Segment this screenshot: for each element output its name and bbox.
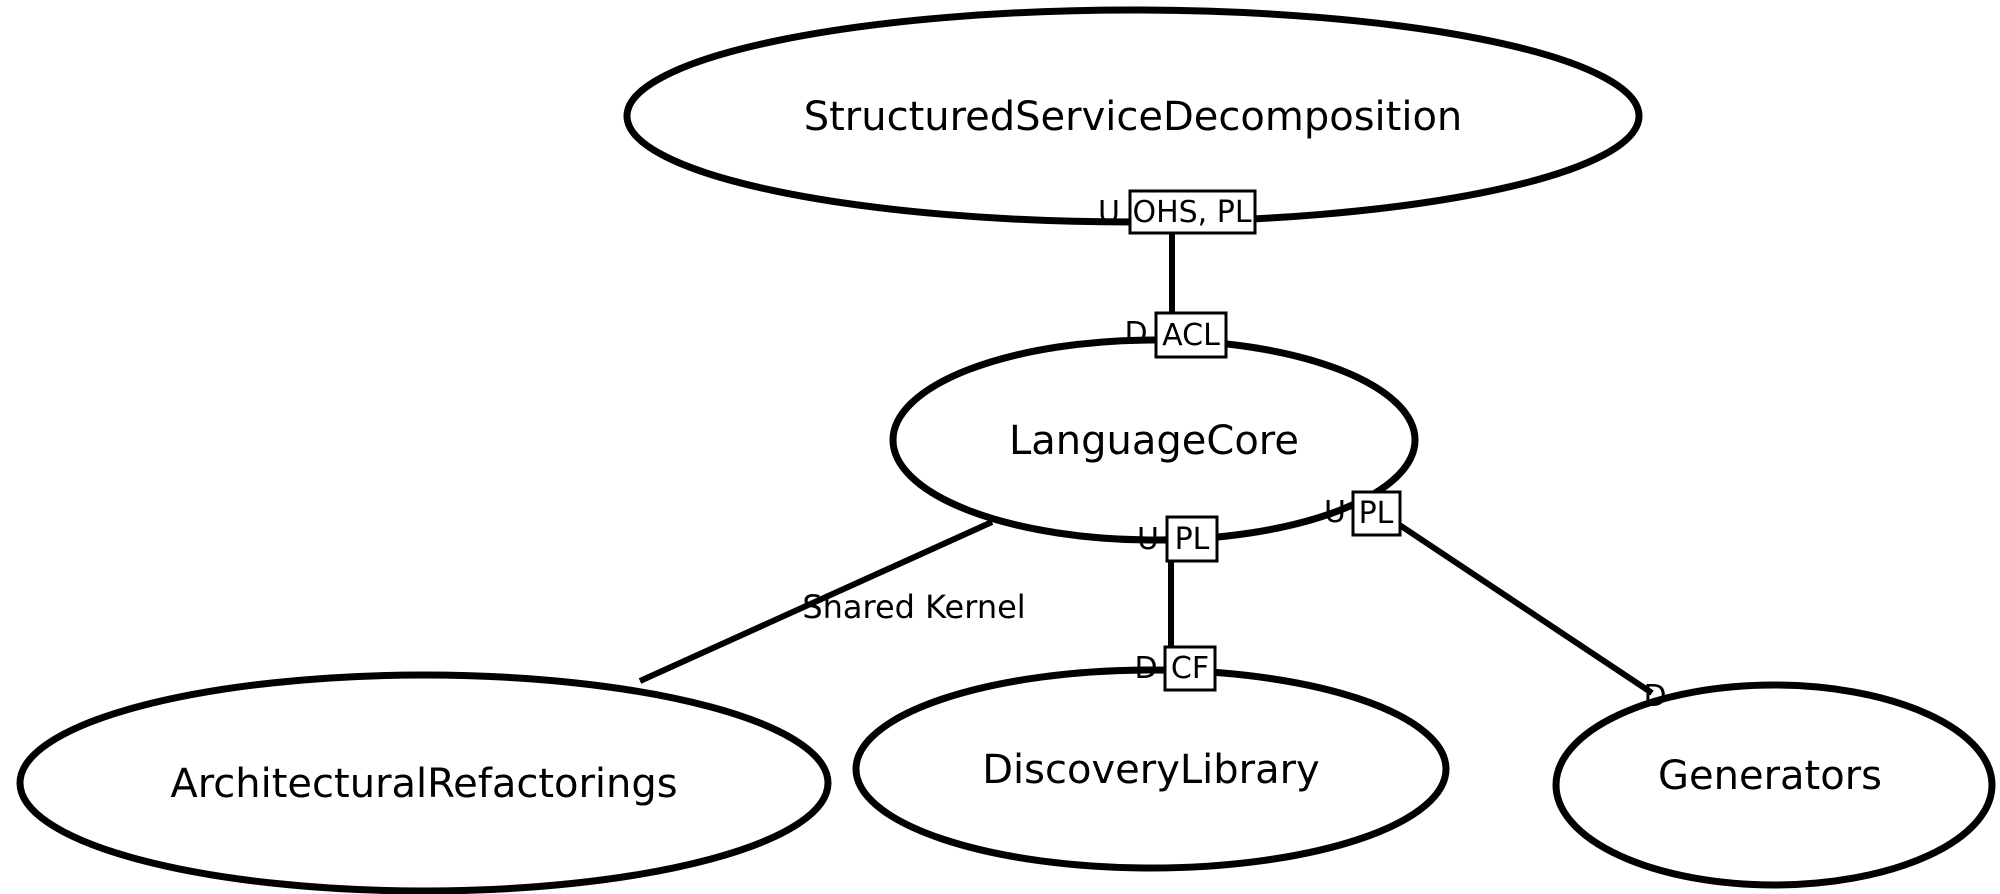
edge-languagecore-generators	[1393, 519, 1654, 696]
pattern-label-pl-right: PL	[1359, 496, 1394, 531]
pattern-label-acl: ACL	[1162, 318, 1220, 353]
pattern-label-cf: CF	[1171, 651, 1209, 686]
role-upstream-languagecore-pl-left: U	[1137, 522, 1159, 557]
pattern-box-pl-left	[1165, 515, 1219, 563]
role-downstream-languagecore-acl: D	[1124, 316, 1147, 351]
edge-sharedkernel-languagecore-architecturalrefactorings	[638, 519, 994, 684]
node-architectural-refactorings	[16, 671, 832, 894]
role-downstream-generators: D	[1643, 679, 1666, 714]
node-label-structured-service-decomposition: StructuredServiceDecomposition	[804, 94, 1463, 140]
node-discovery-library	[852, 666, 1450, 872]
node-label-generators: Generators	[1658, 753, 1882, 799]
node-label-discovery-library: DiscoveryLibrary	[982, 747, 1319, 793]
role-downstream-discoverylibrary-cf: D	[1134, 651, 1157, 686]
node-language-core	[889, 336, 1419, 544]
pattern-box-ohs-pl	[1128, 189, 1257, 235]
node-label-architectural-refactorings: ArchitecturalRefactorings	[170, 761, 677, 807]
node-generators	[1552, 681, 1996, 889]
edge-label-shared-kernel: Shared Kernel	[802, 588, 1025, 626]
pattern-label-ohs-pl: OHS, PL	[1132, 195, 1251, 230]
role-upstream-ssd: U	[1098, 195, 1120, 230]
pattern-box-pl-right	[1351, 490, 1402, 537]
pattern-label-pl-left: PL	[1175, 522, 1210, 557]
pattern-box-acl	[1154, 311, 1228, 359]
role-upstream-languagecore-pl-right: U	[1324, 495, 1346, 530]
node-label-language-core: LanguageCore	[1009, 418, 1299, 464]
pattern-box-cf	[1163, 645, 1217, 692]
